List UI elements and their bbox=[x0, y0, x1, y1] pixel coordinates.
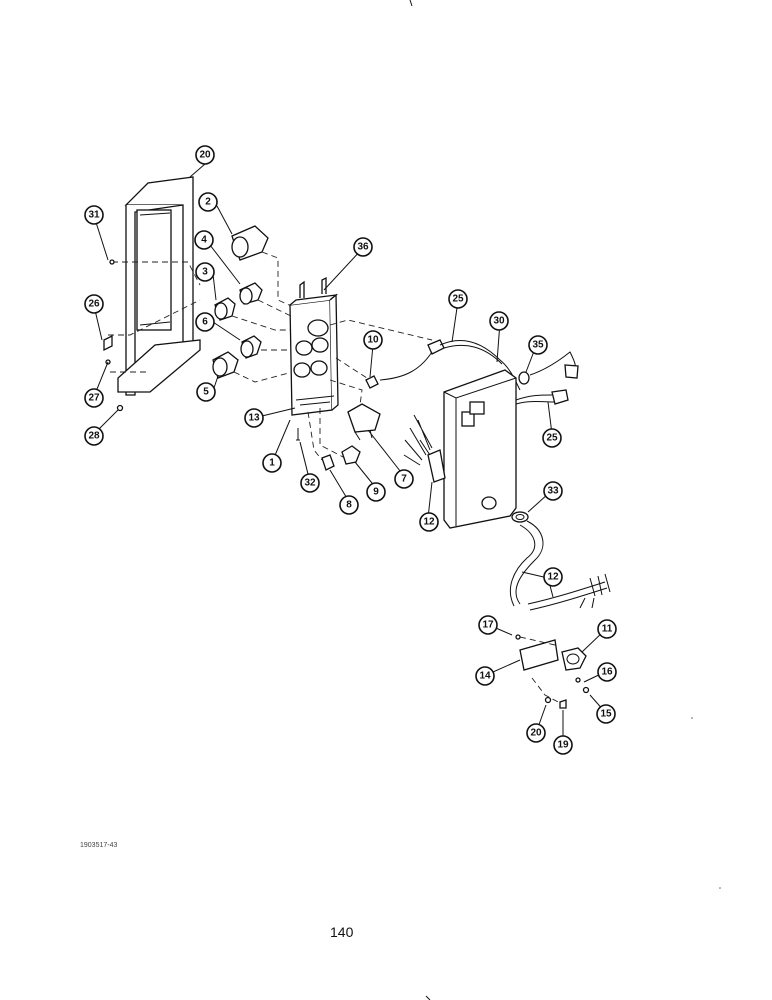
callout-33: 33 bbox=[543, 481, 563, 501]
relay bbox=[347, 403, 381, 441]
callout-11: 11 bbox=[597, 619, 617, 639]
scan-mark bbox=[409, 0, 413, 7]
svg-text:27: 27 bbox=[88, 393, 100, 404]
svg-text:1: 1 bbox=[269, 458, 275, 469]
gauge-5 bbox=[212, 351, 239, 379]
svg-text:11: 11 bbox=[602, 624, 613, 635]
svg-text:28: 28 bbox=[88, 431, 100, 442]
svg-text:2: 2 bbox=[205, 197, 211, 208]
callout-10: 10 bbox=[363, 330, 383, 350]
switch-9 bbox=[341, 445, 361, 465]
callout-13: 13 bbox=[244, 408, 264, 428]
svg-text:20: 20 bbox=[199, 150, 211, 161]
callout-7: 7 bbox=[394, 469, 414, 489]
svg-text:4: 4 bbox=[201, 235, 207, 246]
scan-dot bbox=[719, 887, 721, 889]
callout-15: 15 bbox=[596, 704, 616, 724]
screw-32 bbox=[296, 428, 300, 441]
svg-text:5: 5 bbox=[203, 387, 209, 398]
svg-text:3: 3 bbox=[202, 267, 208, 278]
part-10 bbox=[365, 375, 379, 389]
svg-text:10: 10 bbox=[367, 335, 379, 346]
gauge-4 bbox=[239, 282, 263, 305]
svg-text:8: 8 bbox=[346, 500, 352, 511]
callout-12-box: 12 bbox=[419, 512, 439, 532]
gauge-2 bbox=[231, 225, 269, 261]
svg-text:31: 31 bbox=[88, 210, 100, 221]
svg-text:9: 9 bbox=[373, 487, 379, 498]
callout-36: 36 bbox=[353, 237, 373, 257]
callout-4: 4 bbox=[194, 230, 214, 250]
svg-text:33: 33 bbox=[547, 486, 559, 497]
svg-text:26: 26 bbox=[88, 299, 100, 310]
callout-8: 8 bbox=[339, 495, 359, 515]
callout-3: 3 bbox=[195, 262, 215, 282]
callout-35: 35 bbox=[528, 335, 548, 355]
svg-text:19: 19 bbox=[557, 740, 569, 751]
frame-bracket bbox=[117, 176, 201, 396]
callout-25-upper: 25 bbox=[448, 289, 468, 309]
page-number: 140 bbox=[330, 924, 354, 940]
svg-text:16: 16 bbox=[601, 667, 613, 678]
callout-19: 19 bbox=[553, 735, 573, 755]
callout-16: 16 bbox=[597, 662, 617, 682]
callout-20: 20 bbox=[526, 723, 546, 743]
scan-dot bbox=[691, 717, 693, 719]
svg-text:13: 13 bbox=[248, 413, 260, 424]
svg-text:32: 32 bbox=[304, 478, 316, 489]
callout-26: 20 bbox=[195, 145, 215, 165]
svg-text:12: 12 bbox=[423, 517, 435, 528]
svg-text:7: 7 bbox=[401, 474, 407, 485]
callout-17: 17 bbox=[478, 615, 498, 635]
fasteners-left bbox=[103, 259, 124, 412]
svg-text:30: 30 bbox=[493, 316, 505, 327]
callout-31: 31 bbox=[84, 205, 104, 225]
conduit-harness bbox=[509, 520, 611, 611]
svg-text:35: 35 bbox=[532, 340, 544, 351]
callout-32: 32 bbox=[300, 473, 320, 493]
control-box bbox=[443, 369, 517, 529]
gauge-6 bbox=[240, 335, 262, 359]
svg-text:25: 25 bbox=[452, 294, 464, 305]
svg-text:17: 17 bbox=[482, 620, 494, 631]
callout-14: 14 bbox=[475, 666, 495, 686]
svg-text:6: 6 bbox=[202, 317, 208, 328]
svg-text:25: 25 bbox=[546, 433, 558, 444]
svg-text:20: 20 bbox=[530, 728, 542, 739]
grommet bbox=[511, 511, 529, 523]
sensor-bracket bbox=[519, 639, 587, 671]
callout-28: 27 bbox=[84, 388, 104, 408]
svg-text:15: 15 bbox=[600, 709, 612, 720]
callout-1: 1 bbox=[262, 453, 282, 473]
svg-text:14: 14 bbox=[479, 671, 491, 682]
instrument-panel bbox=[289, 276, 339, 416]
callout-12-conduit: 12 bbox=[543, 567, 563, 587]
gauge-3 bbox=[214, 297, 236, 321]
callout-27: 26 bbox=[84, 294, 104, 314]
callout-2: 2 bbox=[198, 192, 218, 212]
svg-text:36: 36 bbox=[357, 242, 369, 253]
svg-text:12: 12 bbox=[547, 572, 559, 583]
figure-code: 1903517-43 bbox=[80, 842, 118, 849]
callout-9: 9 bbox=[366, 482, 386, 502]
callout-5: 5 bbox=[196, 382, 216, 402]
callout-29: 28 bbox=[84, 426, 104, 446]
scan-mark bbox=[425, 995, 431, 1000]
callout-25-lower: 25 bbox=[542, 428, 562, 448]
callout-6: 6 bbox=[195, 312, 215, 332]
clip-8 bbox=[321, 454, 335, 471]
callout-30: 30 bbox=[489, 311, 509, 331]
